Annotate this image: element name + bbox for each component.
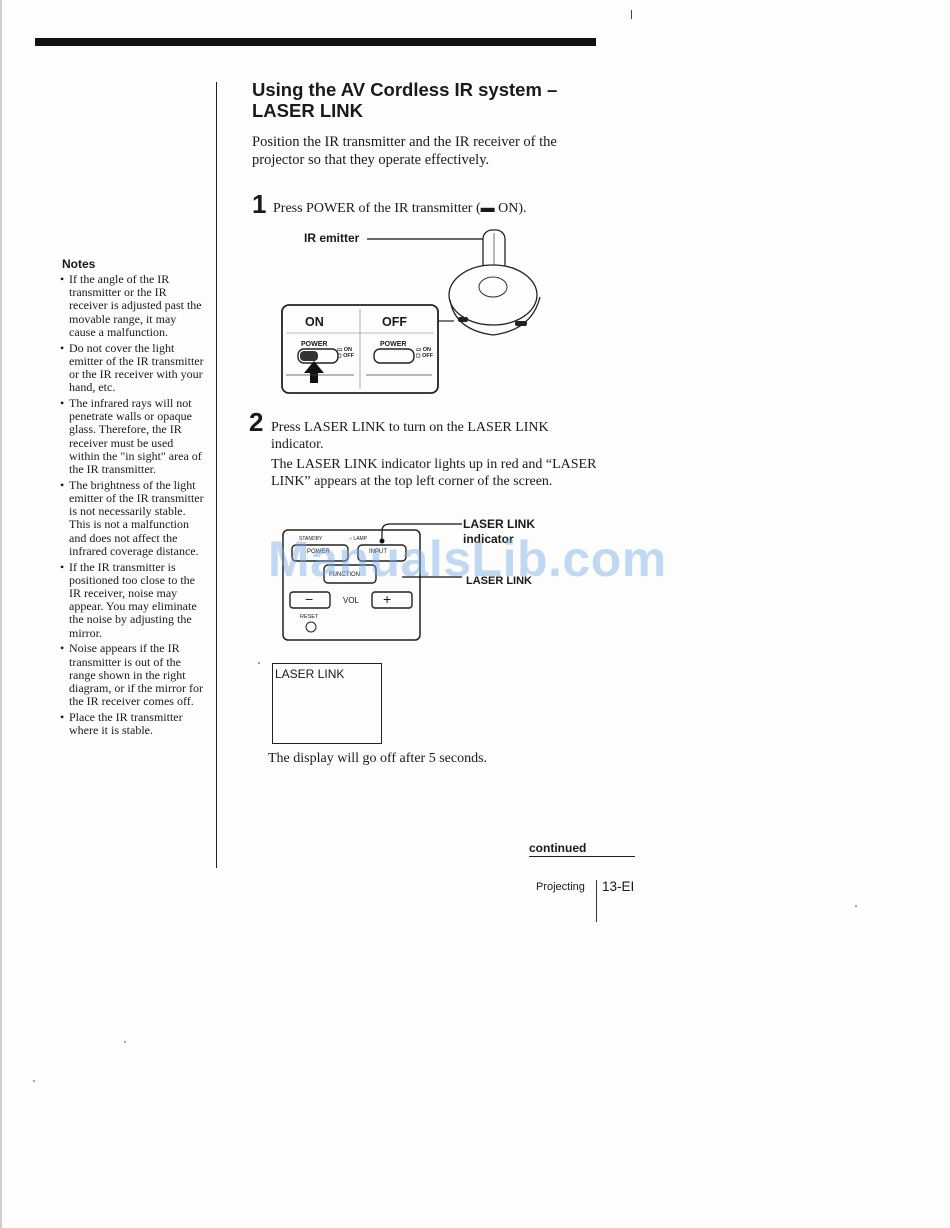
laser-link-button-label: LASER LINK [466,575,532,587]
page-title-line2: LASER LINK [252,100,363,121]
note-item: If the IR transmitter is positioned too … [60,560,205,640]
switch-on-marker: ▭ ON [337,347,352,353]
page-title: Using the AV Cordless IR system – LASER … [252,79,612,121]
scan-speck [855,905,857,907]
step-1-number: 1 [252,189,267,219]
page-number: 13-EI [602,879,635,894]
display-timeout-text: The display will go off after 5 seconds. [268,751,488,766]
intro-paragraph: Position the IR transmitter and the IR r… [252,134,557,168]
note-item: Do not cover the light emitter of the IR… [60,341,205,395]
reset-label: RESET [300,614,319,620]
input-button-label: INPUT [369,549,387,555]
step-2-text: Press LASER LINK to turn on the LASER LI… [271,420,549,452]
screen-display-text: LASER LINK [275,667,345,681]
laser-link-indicator-label: LASER LINK indicator [463,517,535,546]
switch-off-marker: ◻ OFF [416,353,434,359]
note-item: Noise appears if the IR transmitter is o… [60,642,205,708]
step-2-detail: The LASER LINK indicator lights up in re… [271,457,597,489]
page-edge [0,0,2,1228]
power-label-off: POWER [380,341,407,348]
note-item: Place the IR transmitter where it is sta… [60,710,205,737]
scan-speck [33,1080,35,1082]
page-title-line1: Using the AV Cordless IR system – [252,79,558,100]
switch-off-label: OFF [382,315,407,329]
switch-on-label: ON [305,315,324,329]
column-divider [216,82,217,868]
vol-minus-label: − [305,591,314,607]
step-1-text: Press POWER of the IR transmitter (▬ ON)… [273,201,527,216]
scan-speck [124,1041,126,1043]
vol-label: VOL [343,596,360,605]
lamp-indicator-label: ○ LAMP [349,536,368,542]
scan-speck [258,662,260,664]
notes-heading: Notes [62,257,96,271]
header-rule [35,38,596,46]
control-panel-diagram [282,523,462,641]
watermark: ManualsLib.com [268,531,667,587]
power-button-label: POWER [307,549,330,555]
standby-indicator-label: STANDBY [299,536,323,542]
continued-label: continued [529,841,587,855]
ir-transmitter-diagram [281,229,541,394]
note-item: The infrared rays will not penetrate wal… [60,396,205,476]
switch-on-marker: ▭ ON [416,347,431,353]
screen-display-box [272,663,382,744]
top-tick-mark [631,10,632,19]
page-number-divider [596,880,597,922]
vol-plus-label: + [383,591,392,607]
notes-list: If the angle of the IR transmitter or th… [60,272,205,740]
section-label: Projecting [536,881,585,893]
note-item: The brightness of the light emitter of t… [60,478,205,558]
ir-emitter-label: IR emitter [304,231,360,245]
switch-off-marker: ◻ OFF [337,353,355,359]
step-2-number: 2 [249,407,264,437]
power-label-on: POWER [301,341,328,348]
continued-rule [529,856,635,857]
note-item: If the angle of the IR transmitter or th… [60,272,205,339]
function-button-label: FUNCTION [329,572,360,578]
